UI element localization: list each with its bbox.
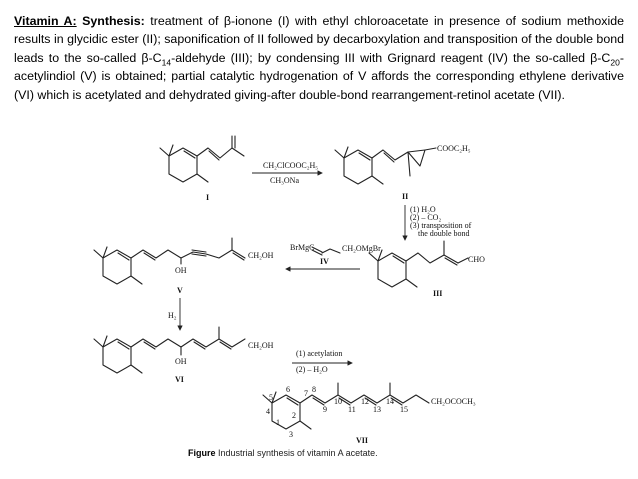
oh-group-V: OH xyxy=(175,266,187,275)
step5-reagent-2: (2) – H₂O xyxy=(296,365,328,374)
paragraph-text-3: -acetylindiol (V) is obtained; partial c… xyxy=(14,50,624,102)
step2-reagent-4: the double bond xyxy=(418,229,470,238)
label-II: II xyxy=(402,192,408,201)
num-15: 15 xyxy=(400,405,408,414)
caption-label: Figure xyxy=(188,448,216,458)
num-12: 12 xyxy=(361,397,369,406)
label-VI: VI xyxy=(175,375,184,384)
label-IV: IV xyxy=(320,257,329,266)
step4-reagent: H₂ xyxy=(168,311,177,320)
label-I: I xyxy=(206,193,209,202)
description-paragraph: Vitamin A: Synthesis: treatment of β-ion… xyxy=(14,12,624,104)
grignard-right: CH₂OMgBr xyxy=(342,244,381,253)
num-3: 3 xyxy=(289,430,293,439)
num-5: 5 xyxy=(269,393,273,402)
caption-text: Industrial synthesis of vitamin A acetat… xyxy=(216,448,378,458)
num-1: 1 xyxy=(276,418,280,427)
num-9: 9 xyxy=(323,405,327,414)
num-10: 10 xyxy=(334,397,342,406)
label-V: V xyxy=(177,286,183,295)
step2-reagent-2: (2) – CO₂ xyxy=(410,213,441,222)
compound-V-structure xyxy=(93,237,246,285)
num-14: 14 xyxy=(386,397,394,406)
num-8: 8 xyxy=(312,385,316,394)
label-III: III xyxy=(433,289,442,298)
oh-group-VI: OH xyxy=(175,357,187,366)
num-6: 6 xyxy=(286,385,290,394)
grignard-left: BrMgC xyxy=(290,243,314,252)
compound-VI-structure xyxy=(93,326,246,374)
synthesis-subheading: Synthesis: xyxy=(82,14,145,28)
num-4: 4 xyxy=(266,407,270,416)
num-13: 13 xyxy=(373,405,381,414)
subscript-20: 20 xyxy=(610,57,620,68)
num-2: 2 xyxy=(292,411,296,420)
compound-III-structure xyxy=(368,240,469,288)
compound-I-structure xyxy=(159,135,245,183)
vitamin-a-heading: Vitamin A: xyxy=(14,14,77,28)
ch2oh-group-V: CH₂OH xyxy=(248,251,274,260)
step5-reagent-1: (1) acetylation xyxy=(296,349,342,358)
step2-reagent-3: (3) transposition of xyxy=(410,221,472,230)
step1-reagent-1: CH₂ClCOOC₂H₅ xyxy=(263,161,318,170)
cho-group-III: CHO xyxy=(468,255,485,264)
subscript-14: 14 xyxy=(161,57,172,68)
compound-II-structure xyxy=(334,146,437,185)
paragraph-text-1: treatment of β-ionone (I) with ethyl chl… xyxy=(14,14,624,65)
figure-caption: Figure Industrial synthesis of vitamin A… xyxy=(188,448,378,458)
num-7: 7 xyxy=(304,389,308,398)
label-VII: VII xyxy=(356,436,368,445)
step2-reagent-1: (1) H₂O xyxy=(410,205,436,214)
num-11: 11 xyxy=(348,405,356,414)
acetate-group-VII: CH₂OCOCH₃ xyxy=(431,397,476,406)
grignard-IV-structure xyxy=(311,246,341,256)
compound-VII-structure xyxy=(262,382,430,430)
ch2oh-group-VI: CH₂OH xyxy=(248,341,274,350)
paragraph-text-2: -aldehyde (III); by condensing III with … xyxy=(171,50,611,65)
ester-group-II: COOC₂H₅ xyxy=(437,144,471,153)
step1-reagent-2: CH₃ONa xyxy=(270,176,299,185)
